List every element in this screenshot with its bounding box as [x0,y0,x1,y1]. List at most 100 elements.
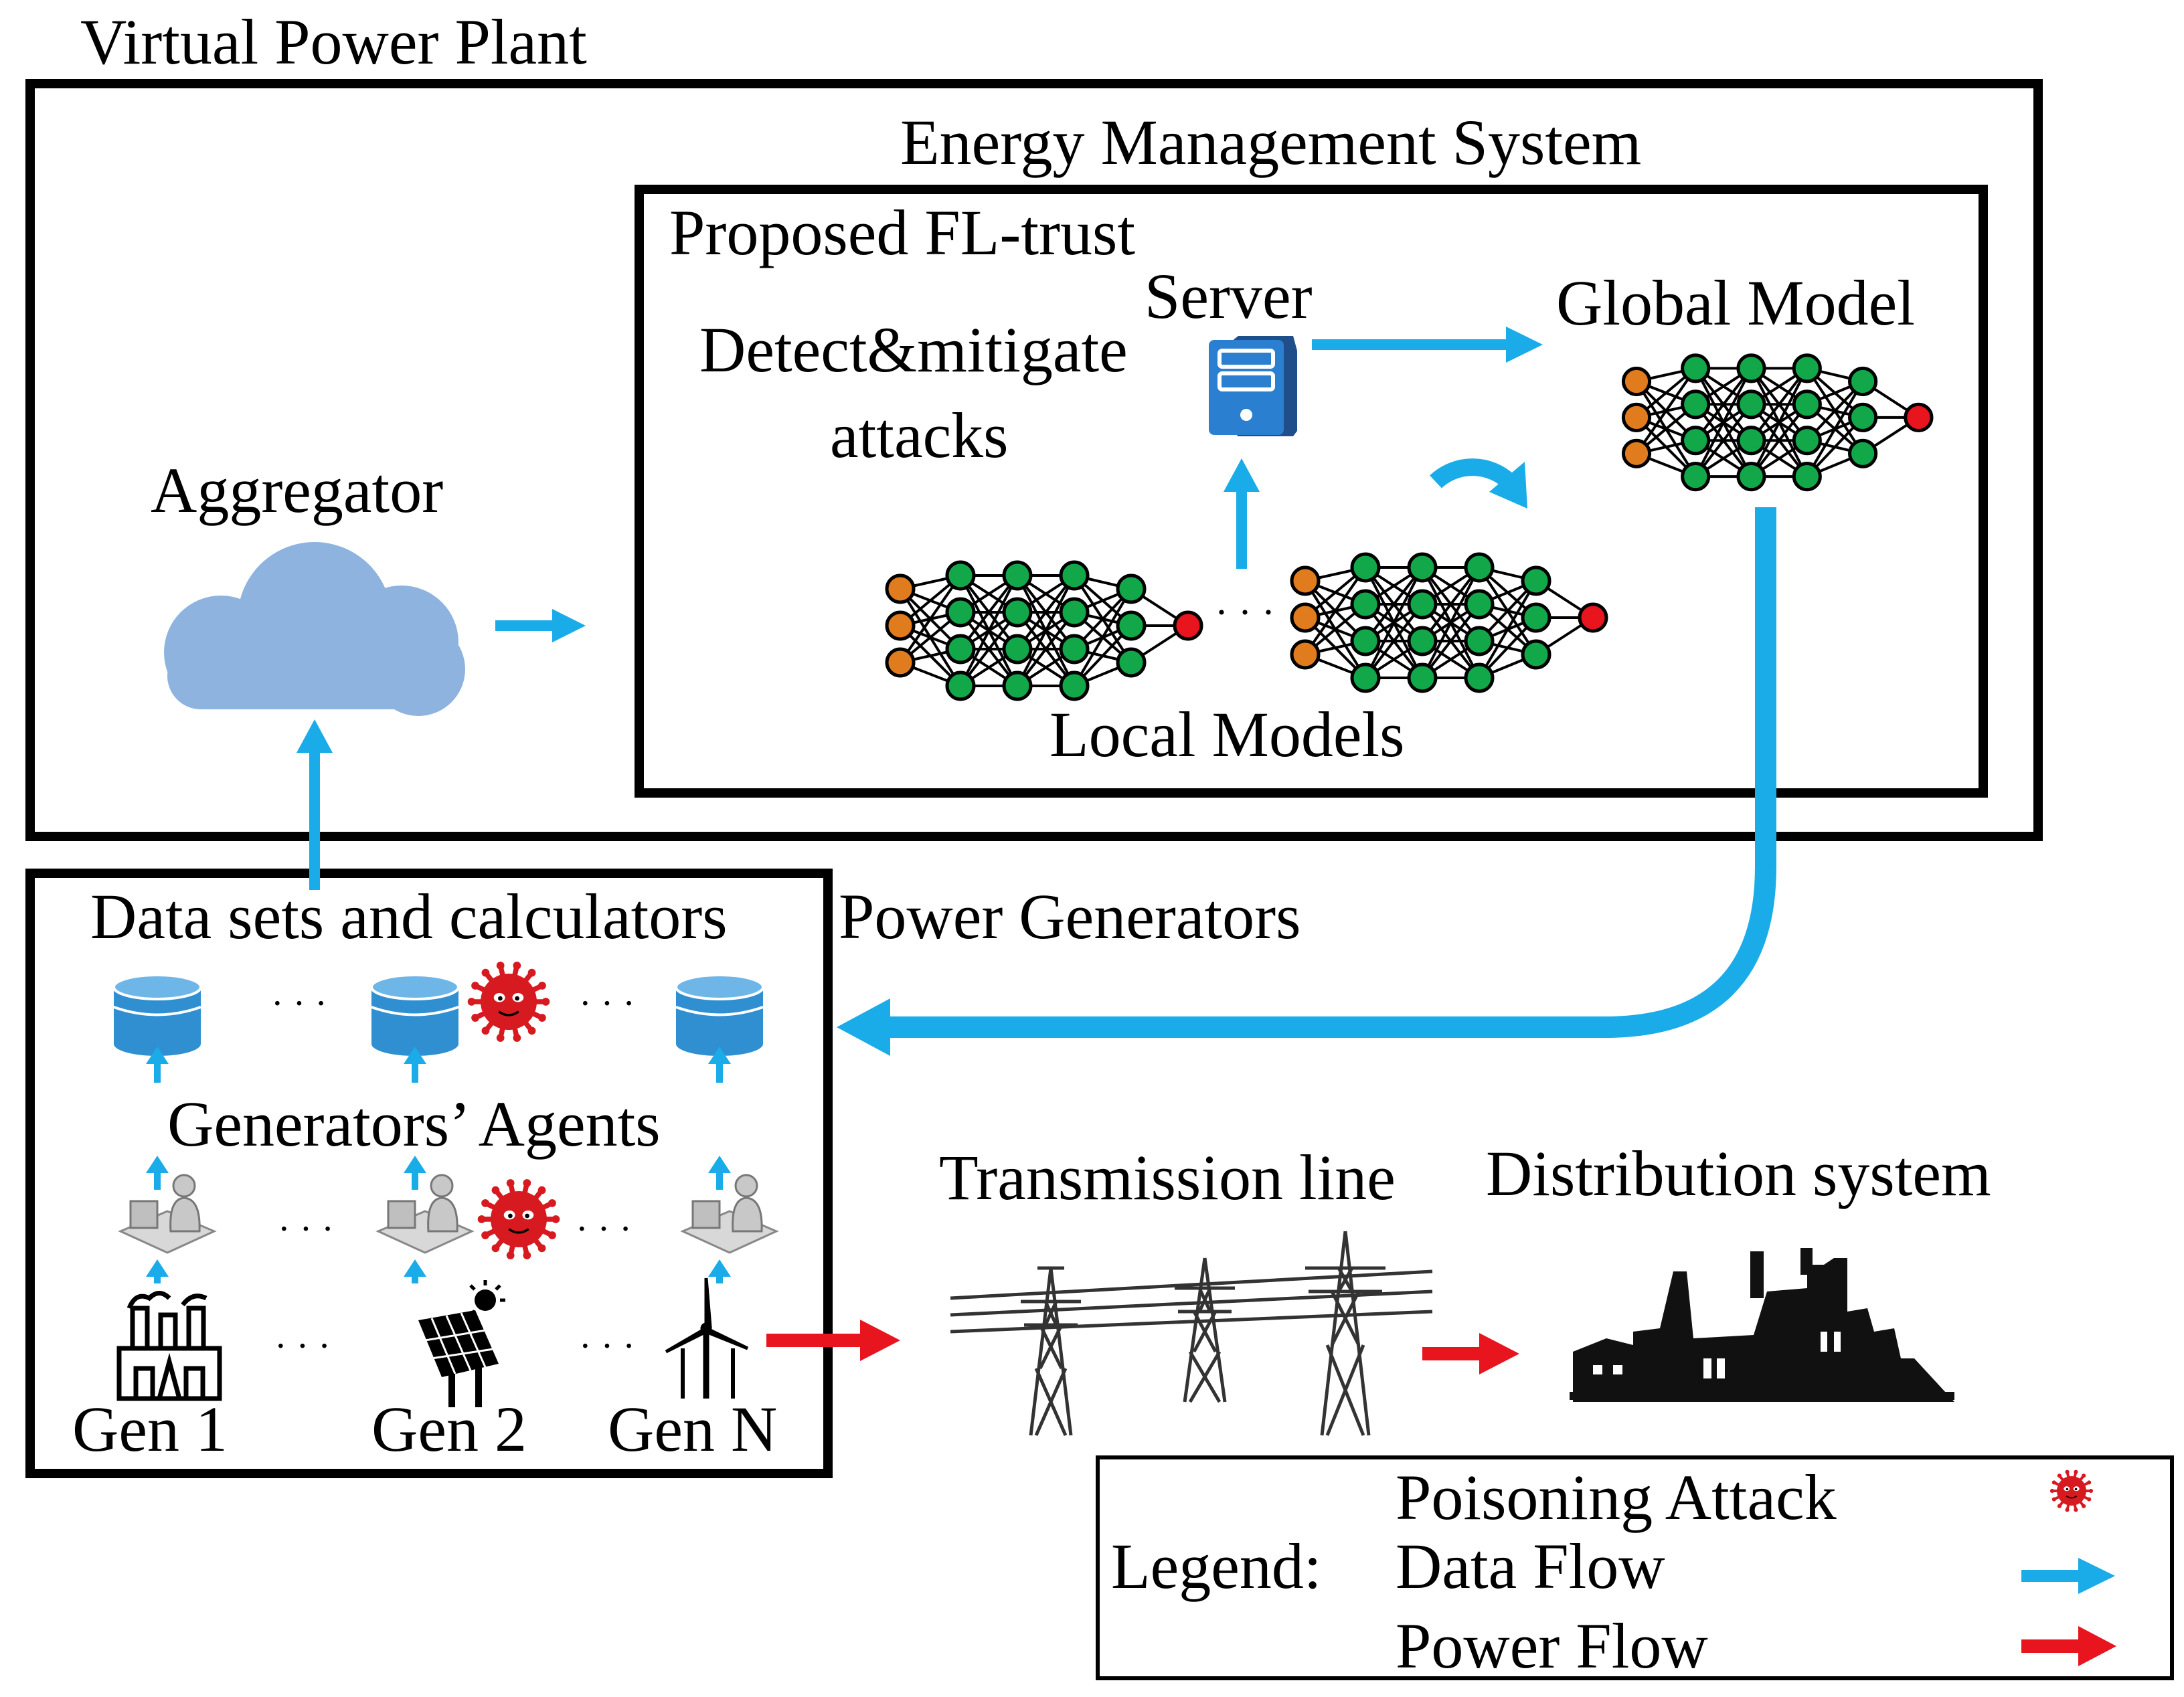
legend-box [1096,1455,2174,1680]
cloud-icon [164,542,465,716]
network-node [1350,626,1381,656]
network-node [1464,626,1495,656]
network-node [1521,565,1551,596]
generators-frame [25,869,833,1478]
power-flow-arrow [766,1320,900,1361]
network-node [1290,565,1321,596]
data-flow-arrow [708,1047,731,1083]
network-node [1736,426,1766,456]
global-model-network [1621,353,1934,492]
database-icon [112,974,202,1056]
data-flow-arrow [708,1259,731,1283]
network-node [945,634,976,664]
city-skyline-illustration [1570,1248,1954,1402]
database-icon [370,974,460,1056]
transmission-label: Transmission line [939,1142,1396,1213]
legend-item-power-flow: Power Flow [1396,1610,1708,1682]
network-node [1792,389,1822,420]
power-flow-arrow [1422,1333,1519,1374]
local-models-ellipsis: · · · [1215,590,1275,634]
network-node [1681,462,1711,492]
virus-icon [467,962,550,1042]
network-node [1904,402,1934,433]
datasets-label: Data sets and calculators [90,881,728,952]
data-flow-arrow [297,719,333,890]
update-loop-arrow [1430,458,1527,509]
data-flow-arrow [146,1156,169,1190]
data-flow-arrow [1312,327,1543,363]
virus-icon [2049,1469,2094,1512]
network-node [1681,389,1711,420]
agents-ellipsis: · · · [576,1209,632,1250]
local-model-network [1290,552,1608,693]
server-icon [1209,336,1297,436]
network-node [1464,662,1495,693]
network-node [1002,634,1033,664]
network-node [1848,402,1878,433]
datasets-ellipsis: · · · [271,983,327,1024]
local-models-label: Local Models [1049,699,1405,770]
network-node [885,610,916,641]
agent-computer-icon [118,1174,217,1254]
wind-turbine-icon [665,1277,749,1399]
data-flow-arrow [146,1047,169,1083]
network-node [1464,589,1495,620]
gen-1-label: Gen 1 [72,1393,228,1465]
agents-label: Generators’ Agents [167,1088,661,1160]
gens-ellipsis: · · · [579,1326,635,1367]
network-node [1621,366,1652,397]
agents-ellipsis: · · · [278,1209,334,1250]
network-node [1848,366,1878,397]
network-node [1350,662,1381,693]
network-node [945,597,976,628]
transmission-tower-illustration [950,1231,1433,1437]
agent-computer-icon [680,1174,779,1254]
network-node [1621,438,1652,468]
network-node [1290,639,1321,670]
distribution-label: Distribution system [1486,1138,1991,1209]
data-flow-arrow [708,1156,731,1190]
data-flow-arrow [495,609,586,642]
data-flow-arrow [1224,458,1260,569]
network-node [1116,647,1147,678]
network-node [1521,602,1551,633]
network-node [885,573,916,604]
solar-panel-icon [418,1280,505,1407]
data-flow-arrow [404,1259,426,1283]
legend-power-flow-arrow [2021,1626,2116,1666]
network-node [1350,589,1381,620]
vpp-title: Virtual Power Plant [80,6,587,78]
network-node [1116,610,1147,641]
detect-label-1: Detect&mitigate [699,314,1128,385]
network-node [1407,552,1438,583]
network-node [1059,597,1090,628]
legend-data-flow-arrow [2021,1558,2115,1594]
legend-item-data-flow: Data Flow [1396,1530,1665,1602]
network-node [1407,662,1438,693]
database-icon [675,974,764,1056]
local-model-network [885,560,1203,701]
network-node [885,647,916,678]
network-node [1848,438,1878,468]
vpp-frame [25,79,2043,841]
network-node [1792,462,1822,492]
data-flow-arrow [146,1259,169,1283]
gen-2-label: Gen 2 [371,1393,527,1465]
ems-title: Energy Management System [900,106,1641,178]
network-node [1792,426,1822,456]
virus-icon [477,1179,560,1259]
network-node [1736,462,1766,492]
network-node [945,560,976,591]
network-node [1464,552,1495,583]
legend-item-poisoning: Poisoning Attack [1396,1461,1837,1533]
global-model-label: Global Model [1556,267,1915,339]
network-node [1681,426,1711,456]
network-node [1173,610,1203,641]
network-node [1116,573,1147,604]
power-generators-label: Power Generators [839,881,1300,952]
network-node [1407,626,1438,656]
gens-ellipsis: · · · [274,1326,331,1367]
fl-title: Proposed FL-trust [669,197,1135,268]
fl-frame [635,185,1988,798]
